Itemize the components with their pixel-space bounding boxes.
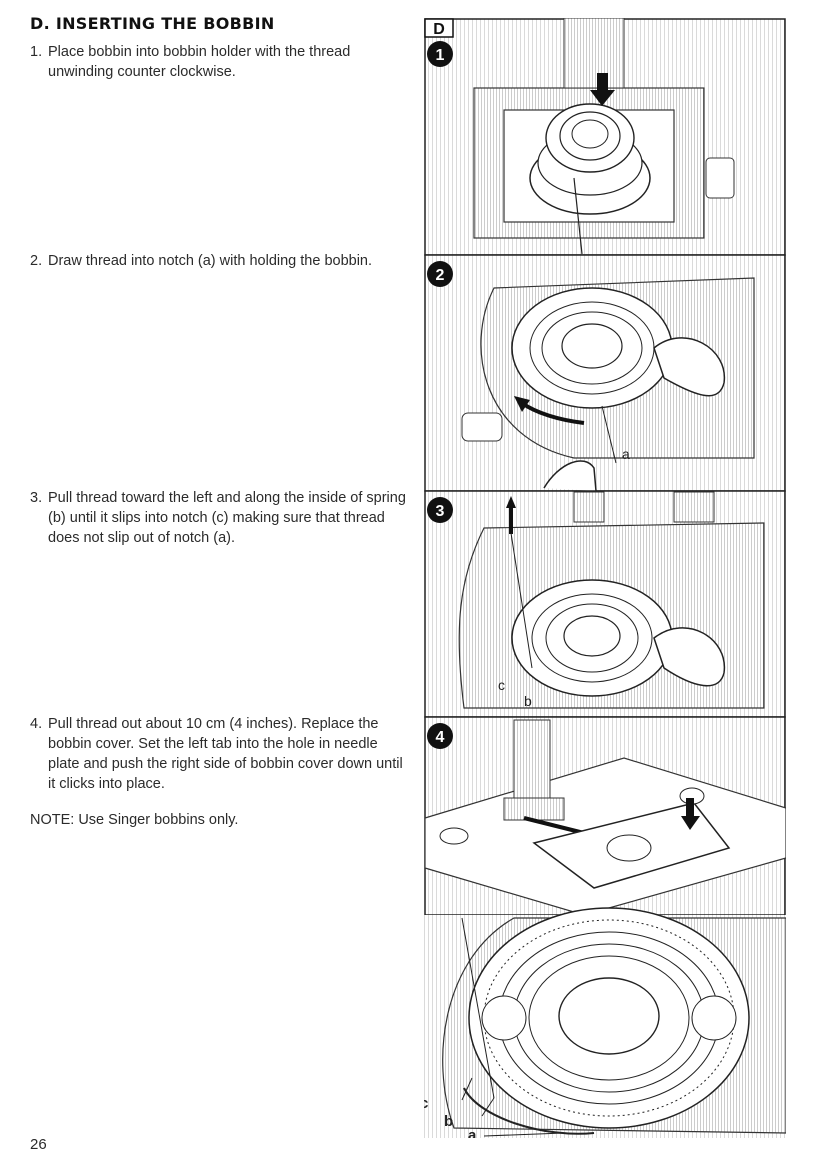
page-number: 26 [30,1136,47,1153]
bobbin-illustration: D 1 a 2 [414,17,787,1144]
arrow-down-icon [590,73,615,106]
label-c: c [424,1095,428,1112]
arrow-down-icon [681,798,700,830]
step-4: 4. Pull thread out about 10 cm (4 inches… [30,714,410,794]
step-badge-2: 2 [427,261,453,287]
step-number: 3. [30,490,43,506]
step-text: Pull thread toward the left and along th… [48,490,406,546]
step-text: Draw thread into notch (a) with holding … [48,253,373,269]
svg-text:3: 3 [436,503,445,520]
svg-text:2: 2 [436,267,445,284]
step-1: 1. Place bobbin into bobbin holder with … [30,42,410,82]
bobbin-detail-closeup: c b a [414,907,787,1144]
step-number: 1. [30,44,43,60]
step-text: Pull thread out about 10 cm (4 inches). … [48,716,403,792]
svg-text:4: 4 [436,729,445,746]
step-number: 2. [30,253,43,269]
bobbin-icon [511,579,673,697]
step-badge-1: 1 [427,41,453,67]
step-number: 4. [30,716,43,732]
step-badge-4: 4 [427,723,453,749]
bobbin-icon [511,287,673,409]
step-3: 3. Pull thread toward the left and along… [30,488,410,548]
panel-1: D 1 [424,17,786,256]
label-b: b [524,693,532,709]
label-c: c [498,677,505,693]
curved-arrow-icon [514,396,585,425]
section-letter-label: D [433,21,445,38]
panel-2: a 2 [424,254,786,492]
section-heading: D. INSERTING THE BOBBIN [30,14,275,33]
panel-3: c b 3 [424,490,786,718]
note-text: NOTE: Use Singer bobbins only. [30,812,239,828]
label-b: b [444,1113,453,1130]
bobbin-icon [529,103,651,215]
step-2: 2. Draw thread into notch (a) with holdi… [30,251,410,271]
arrow-up-icon [506,496,516,534]
step-text: Place bobbin into bobbin holder with the… [48,44,351,80]
step-badge-3: 3 [427,497,453,523]
panel-4: 4 [424,716,787,916]
label-a: a [468,1127,477,1138]
label-a: a [622,446,630,462]
svg-text:1: 1 [436,47,445,64]
